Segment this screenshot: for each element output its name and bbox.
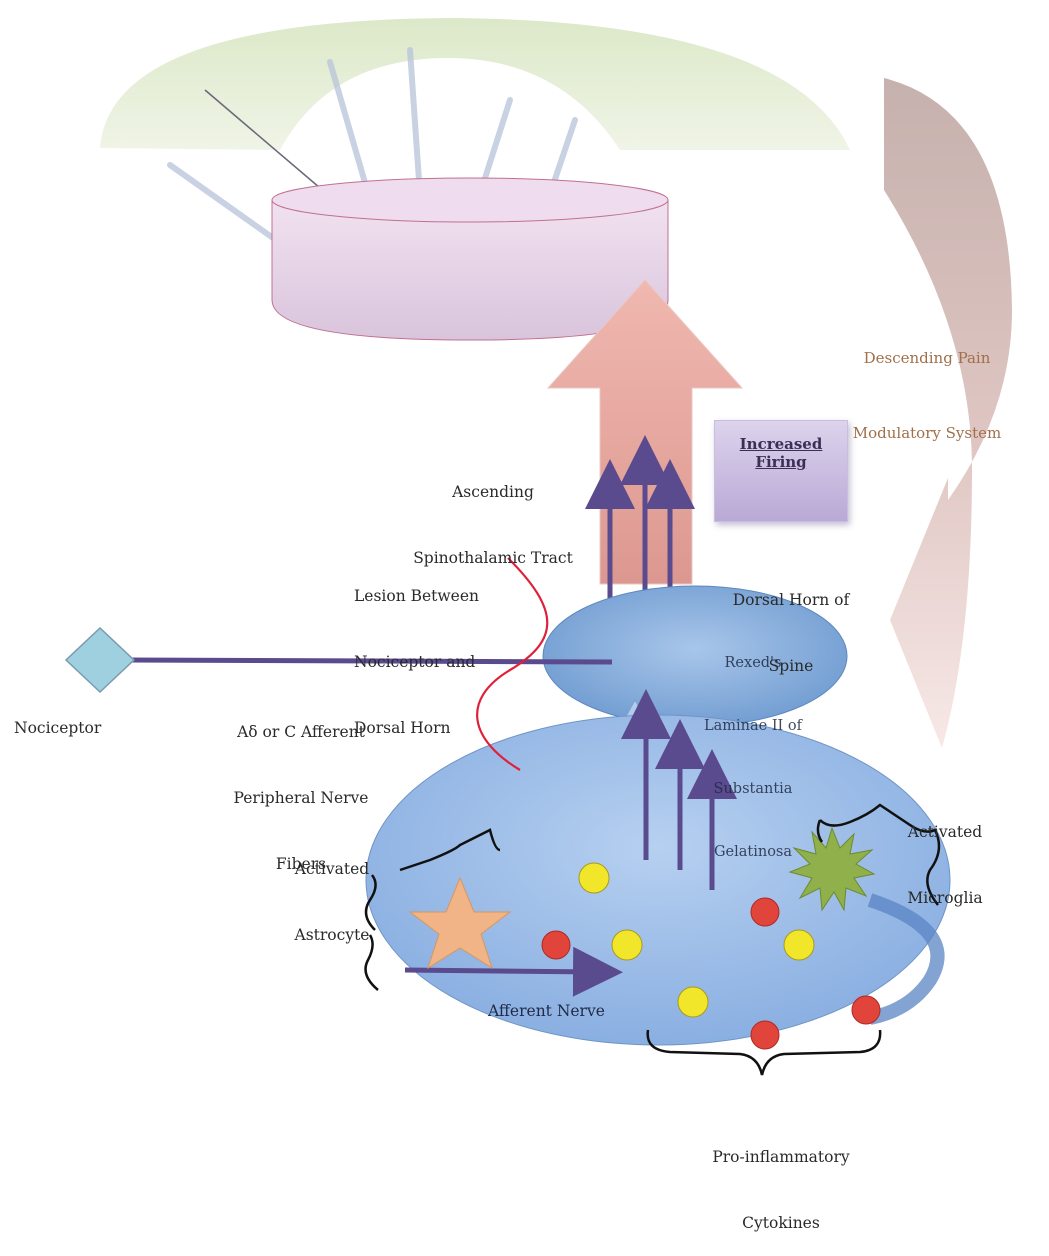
cytokine-red bbox=[852, 996, 880, 1024]
microglia-label: Activated Microglia bbox=[890, 777, 1000, 931]
astrocyte-label: Activated Astrocyte bbox=[276, 814, 388, 968]
cytokine-yellow bbox=[612, 930, 642, 960]
cortex-band bbox=[100, 18, 850, 150]
cytokine-yellow bbox=[784, 930, 814, 960]
firing-label: Firing bbox=[715, 453, 847, 471]
nociceptor-diamond-icon bbox=[66, 628, 134, 692]
thalamus-disk bbox=[272, 178, 668, 340]
cytokine-red bbox=[542, 931, 570, 959]
cytokine-yellow bbox=[579, 863, 609, 893]
rexed-label: Rexed's Laminae II of Substantia Gelatin… bbox=[693, 611, 813, 884]
increased-firing-box: Increased Firing bbox=[714, 420, 848, 522]
cytokine-red bbox=[751, 898, 779, 926]
descending-label: Descending Pain Modulatory System bbox=[816, 296, 1038, 471]
cytokine-yellow bbox=[678, 987, 708, 1017]
afferent-nerve-label: Afferent Nerve bbox=[488, 1000, 605, 1022]
glia-region bbox=[366, 715, 950, 1045]
cytokine-red bbox=[751, 1021, 779, 1049]
nociceptor-label: Nociceptor bbox=[14, 717, 101, 739]
increased-label: Increased bbox=[715, 435, 847, 453]
cytokines-label: Pro-inflammatory Cytokines bbox=[686, 1102, 876, 1256]
afferent-nerve-arrow bbox=[405, 970, 598, 972]
